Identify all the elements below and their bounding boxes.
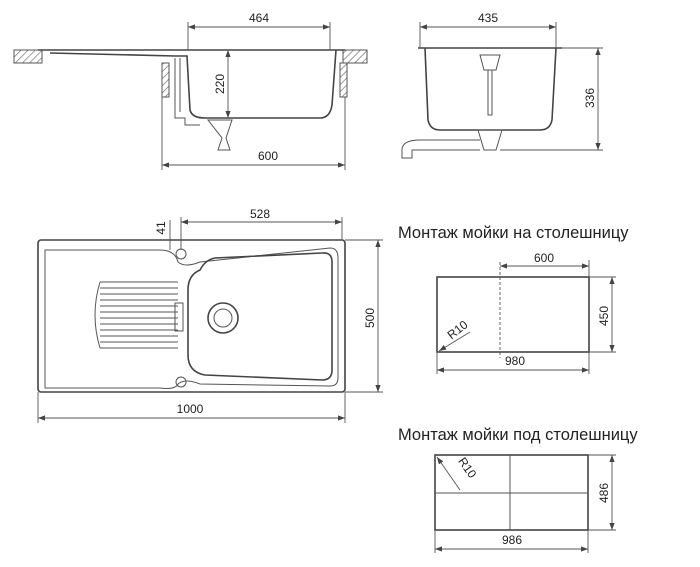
overflow-pipe bbox=[174, 58, 200, 126]
mount-on-top-title: Монтаж мойки на столешницу bbox=[398, 224, 629, 242]
dim-600-cut: 600 bbox=[534, 251, 554, 265]
radius-label: R10 bbox=[445, 317, 471, 342]
tap-hole-alt bbox=[175, 376, 187, 388]
dim-336: 336 bbox=[583, 88, 597, 108]
dim-220: 220 bbox=[213, 74, 227, 94]
overflow-fitting bbox=[479, 54, 501, 116]
countertop-left bbox=[13, 49, 43, 64]
dim-500: 500 bbox=[363, 308, 377, 328]
dim-435: 435 bbox=[478, 11, 498, 25]
top-view: 528 41 500 1000 bbox=[37, 207, 383, 423]
mount-under-countertop: Монтаж мойки под столешницу R10 486 986 bbox=[398, 426, 638, 553]
dim-980: 980 bbox=[505, 354, 525, 368]
sink-outline bbox=[37, 239, 346, 393]
sink-profile bbox=[38, 49, 345, 119]
tap-hole bbox=[175, 248, 187, 260]
side-view-short: 435 336 bbox=[401, 11, 603, 159]
drain-trap bbox=[206, 119, 233, 151]
overflow-slot bbox=[174, 302, 184, 332]
dim-464: 464 bbox=[249, 11, 269, 25]
cabinet-wall-left bbox=[161, 62, 170, 98]
radius-label-under: R10 bbox=[455, 455, 479, 481]
dim-486: 486 bbox=[597, 483, 611, 503]
sink-inner-rim bbox=[44, 247, 339, 389]
bowl bbox=[187, 252, 333, 381]
side-view-long: 464 220 600 bbox=[13, 11, 368, 170]
dim-41: 41 bbox=[154, 221, 168, 235]
drainboard-ridges bbox=[94, 281, 178, 349]
cabinet-wall-right bbox=[339, 62, 348, 98]
drain-hole bbox=[207, 302, 239, 334]
dim-450: 450 bbox=[597, 306, 611, 326]
drain-pipe bbox=[401, 139, 480, 159]
sink-profile-short bbox=[418, 47, 562, 131]
dim-986: 986 bbox=[502, 533, 522, 547]
mount-on-countertop: Монтаж мойки на столешницу 600 450 980 R… bbox=[398, 224, 629, 374]
dim-600: 600 bbox=[258, 149, 278, 163]
cutout-rect bbox=[436, 276, 590, 353]
drain-trap-short bbox=[477, 129, 503, 151]
dim-528: 528 bbox=[250, 207, 270, 221]
countertop-right bbox=[342, 49, 368, 64]
dim-1000: 1000 bbox=[177, 402, 204, 416]
mount-under-title: Монтаж мойки под столешницу bbox=[398, 426, 638, 444]
